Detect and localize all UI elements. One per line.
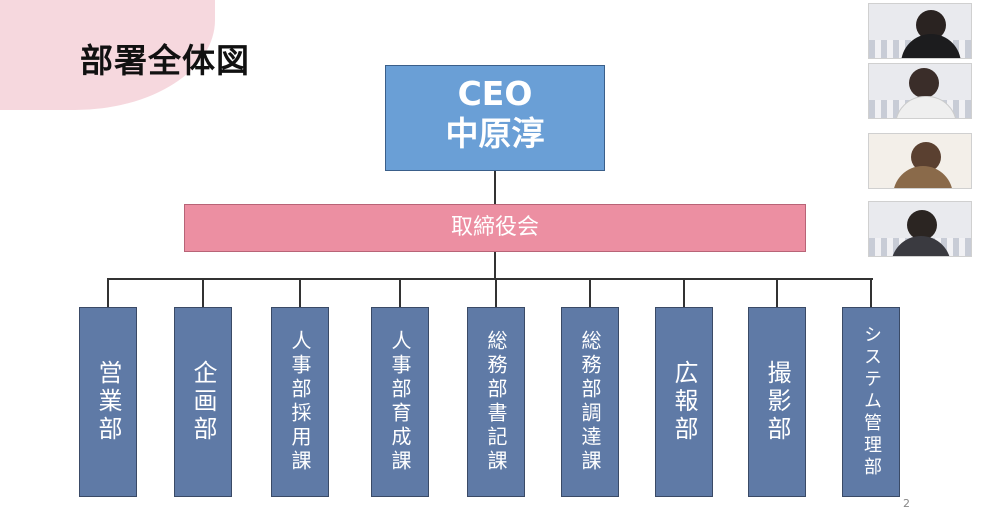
participant-video-icon xyxy=(907,210,937,240)
department-bus-line xyxy=(107,278,873,280)
department-drop-line xyxy=(589,278,591,307)
department-box: 人事部採用課 xyxy=(271,307,329,497)
department-drop-line xyxy=(107,278,109,307)
participant-tile[interactable] xyxy=(868,133,972,189)
ceo-name: 中原淳 xyxy=(445,114,545,153)
page-number: 2 xyxy=(903,497,910,510)
department-label: システム管理部 xyxy=(861,325,882,479)
department-drop-line xyxy=(202,278,204,307)
department-box: 総務部調達課 xyxy=(561,307,619,497)
participant-tile[interactable] xyxy=(868,201,972,257)
department-drop-line xyxy=(495,278,497,307)
board-of-directors-box: 取締役会 xyxy=(184,204,806,252)
department-label: 総務部書記課 xyxy=(484,330,508,474)
department-label: 人事部育成課 xyxy=(388,330,412,474)
department-box: 人事部育成課 xyxy=(371,307,429,497)
department-label: 広報部 xyxy=(670,360,698,444)
board-to-departments-connector xyxy=(494,252,496,279)
department-label: 撮影部 xyxy=(763,360,791,444)
department-box: 広報部 xyxy=(655,307,713,497)
department-box: 総務部書記課 xyxy=(467,307,525,497)
ceo-box: CEO 中原淳 xyxy=(385,65,605,171)
department-drop-line xyxy=(683,278,685,307)
department-box: 撮影部 xyxy=(748,307,806,497)
department-box: 営業部 xyxy=(79,307,137,497)
ceo-role: CEO xyxy=(457,74,533,113)
slide-title: 部署全体図 xyxy=(80,41,250,80)
ceo-to-board-connector xyxy=(494,171,496,204)
department-drop-line xyxy=(399,278,401,307)
department-label: 企画部 xyxy=(189,360,217,444)
participant-tile[interactable] xyxy=(868,3,972,59)
department-box: システム管理部 xyxy=(842,307,900,497)
participant-video-icon xyxy=(909,68,939,98)
department-drop-line xyxy=(776,278,778,307)
department-drop-line xyxy=(299,278,301,307)
participant-tile[interactable] xyxy=(868,63,972,119)
department-label: 営業部 xyxy=(94,360,122,444)
department-drop-line xyxy=(870,278,872,307)
department-label: 総務部調達課 xyxy=(578,330,602,474)
department-label: 人事部採用課 xyxy=(288,330,312,474)
department-box: 企画部 xyxy=(174,307,232,497)
